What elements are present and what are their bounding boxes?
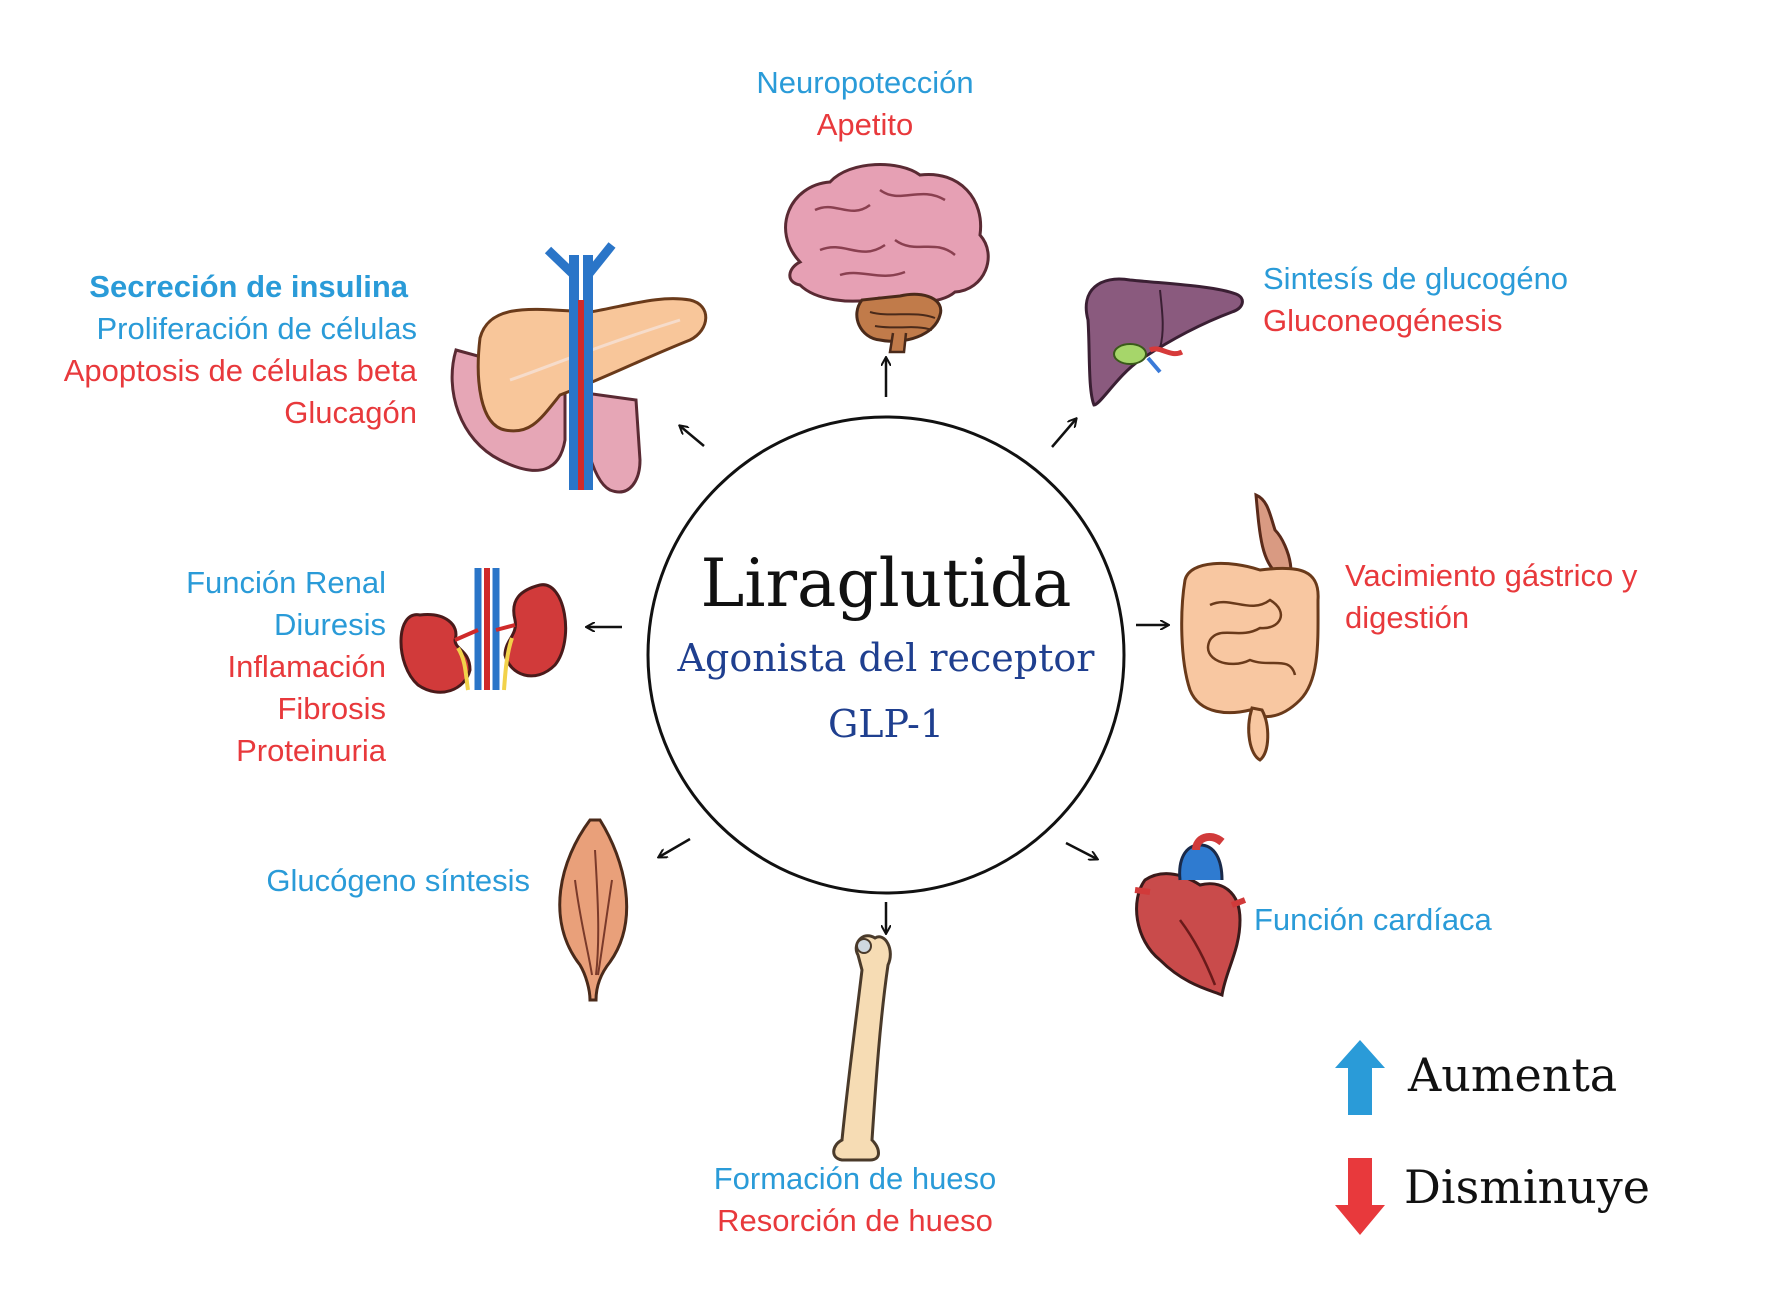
kidney-effect-inflamacion: Inflamación — [227, 649, 386, 684]
liver-effect-sintesis: Sintesís de glucogéno — [1263, 261, 1569, 296]
drug-title: Liraglutida — [700, 545, 1072, 622]
intestine-icon — [1180, 492, 1320, 762]
liver-icon — [1084, 277, 1244, 407]
intestine-effect-vaciamiento: Vacimiento gástrico y — [1345, 558, 1638, 593]
muscle-effect-glucogeno: Glucógeno síntesis — [266, 863, 530, 898]
heart-effect-funcion-cardiaca: Función cardíaca — [1254, 902, 1492, 937]
brain-effect-neuroproteccion: Neuropotección — [756, 65, 974, 100]
heart-icon — [1134, 832, 1247, 998]
pancreas-effect-apoptosis: Apoptosis de células beta — [63, 353, 417, 388]
kidney-effect-fibrosis: Fibrosis — [277, 691, 386, 726]
pancreas-effect-proliferacion: Proliferación de células — [96, 311, 417, 346]
center-circle — [646, 415, 1126, 895]
bone-icon — [832, 934, 892, 1162]
liver-effect-gluconeogenesis: Gluconeogénesis — [1263, 303, 1503, 338]
bone-effect-resorcion: Resorción de hueso — [717, 1203, 993, 1238]
drug-subtitle-line1: Agonista del receptor — [677, 636, 1095, 680]
muscle-icon — [558, 818, 629, 1002]
legend-decrease-label: Disminuye — [1404, 1160, 1650, 1214]
brain-icon — [784, 163, 990, 354]
arrow-to-liver — [1051, 419, 1076, 448]
pancreas-icon — [450, 242, 708, 494]
kidney-effect-funcion-renal: Función Renal — [186, 565, 386, 600]
arrow-to-heart — [1065, 841, 1097, 859]
legend-up-arrow — [1335, 1040, 1385, 1115]
brain-effect-apetito: Apetito — [816, 107, 914, 142]
drug-subtitle-line2: GLP-1 — [827, 702, 945, 746]
connector-arrows — [587, 358, 1168, 933]
pancreas-effect-secrecion: Secreción de insulina — [89, 269, 408, 304]
legend-down-arrow — [1335, 1158, 1385, 1235]
kidney-effect-proteinuria: Proteinuria — [236, 733, 386, 768]
kidney-effect-diuresis: Diuresis — [274, 607, 386, 642]
pancreas-effect-glucagon: Glucagón — [284, 395, 417, 430]
bone-effect-formacion: Formación de hueso — [713, 1161, 997, 1196]
legend-increase-label: Aumenta — [1408, 1048, 1618, 1102]
arrow-to-muscle — [659, 837, 691, 857]
intestine-effect-digestion: digestión — [1345, 600, 1470, 635]
arrow-to-pancreas — [680, 426, 705, 447]
kidney-icon — [399, 568, 568, 694]
